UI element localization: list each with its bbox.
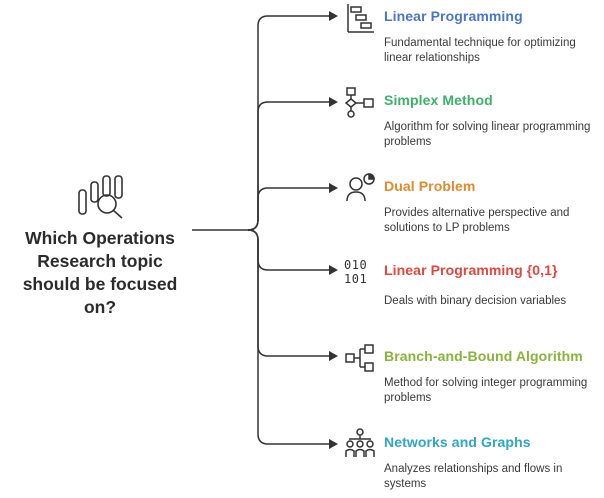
network-people-icon (344, 428, 376, 460)
flowchart-icon (344, 86, 376, 118)
binary-icon: 010 101 (344, 256, 376, 290)
branch-description: Method for solving integer programming p… (384, 377, 588, 404)
branch-description: Fundamental technique for optimizing lin… (384, 37, 576, 64)
gantt-chart-icon (344, 2, 376, 34)
bar-chart-magnifier-icon (76, 174, 130, 220)
branch-title: Networks and Graphs (384, 434, 531, 450)
branch-title: Linear Programming {0,1} (384, 262, 558, 278)
branch-title: Dual Problem (384, 178, 476, 194)
branch-title: Branch-and-Bound Algorithm (384, 348, 583, 364)
binary-icon-line-1: 010 (344, 258, 368, 272)
branch-description: Deals with binary decision variables (384, 295, 567, 307)
binary-icon-line-2: 101 (344, 272, 368, 286)
person-thinking-icon (344, 172, 376, 204)
branch-description: Analyzes relationships and flows in syst… (384, 463, 563, 490)
branch-description: Algorithm for solving linear programming… (384, 121, 591, 148)
root-question: Which Operations Research topic should b… (22, 228, 178, 317)
branch-description: Provides alternative perspective and sol… (384, 207, 570, 234)
branch-title: Simplex Method (384, 92, 493, 108)
branch-title: Linear Programming (384, 8, 523, 24)
tree-structure-icon (344, 342, 376, 374)
